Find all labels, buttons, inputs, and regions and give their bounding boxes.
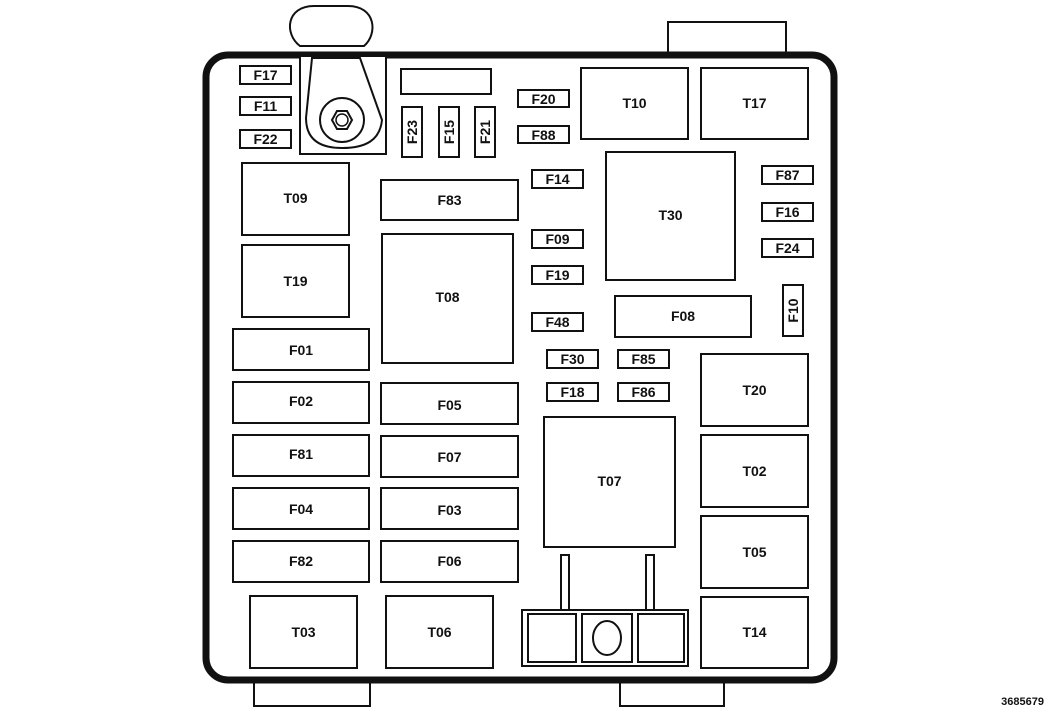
fuse-label: F10 [785, 298, 801, 322]
connector-socket-right [637, 613, 685, 663]
fuse-F23: F23 [401, 106, 423, 158]
fuse-label: F15 [441, 120, 457, 144]
fuse-F10: F10 [782, 284, 804, 337]
terminal-stud-hole [335, 113, 349, 127]
fuse-F85: F85 [617, 349, 670, 369]
relay-T10: T10 [580, 67, 689, 140]
fuse-F16: F16 [761, 202, 814, 222]
blank-connector-block [400, 68, 492, 95]
fuse-label: F17 [253, 67, 277, 83]
relay-label: T09 [283, 190, 307, 206]
relay-T08: T08 [381, 233, 514, 364]
fuse-F21: F21 [474, 106, 496, 158]
connector-pin-left [560, 554, 570, 612]
relay-label: T06 [427, 624, 451, 640]
fuse-label: F83 [437, 192, 461, 208]
fuse-label: F88 [531, 127, 555, 143]
relay-label: T14 [742, 624, 766, 640]
fuse-F15: F15 [438, 106, 460, 158]
fuse-label: F24 [775, 240, 799, 256]
relay-T20: T20 [700, 353, 809, 427]
fuse-label: F08 [671, 308, 695, 324]
fuse-label: F21 [477, 120, 493, 144]
fuse-label: F06 [437, 553, 461, 569]
fuse-F17: F17 [239, 65, 292, 85]
connector-socket-left [527, 613, 577, 663]
fuse-label: F11 [254, 98, 278, 114]
connector-pin-right [645, 554, 655, 612]
fuse-label: F18 [560, 384, 584, 400]
relay-T30: T30 [605, 151, 736, 281]
fuse-label: F22 [253, 131, 277, 147]
relay-label: T05 [742, 544, 766, 560]
fuse-F19: F19 [531, 265, 584, 285]
fuse-label: F30 [560, 351, 584, 367]
fuse-F18: F18 [546, 382, 599, 402]
fuse-F03: F03 [380, 487, 519, 530]
fuse-F22: F22 [239, 129, 292, 149]
relay-T19: T19 [241, 244, 350, 318]
relay-label: T07 [597, 473, 621, 489]
fuse-label: F85 [631, 351, 655, 367]
relay-T07: T07 [543, 416, 676, 548]
fuse-F81: F81 [232, 434, 370, 477]
fuse-label: F20 [531, 91, 555, 107]
relay-label: T10 [622, 95, 646, 111]
fuse-F01: F01 [232, 328, 370, 371]
fuse-label: F81 [289, 446, 313, 462]
relay-T02: T02 [700, 434, 809, 508]
relay-label: T08 [435, 289, 459, 305]
fuse-label: F03 [437, 502, 461, 518]
fuse-label: F19 [545, 267, 569, 283]
fuse-label: F09 [545, 231, 569, 247]
relay-label: T19 [283, 273, 307, 289]
relay-T09: T09 [241, 162, 350, 236]
fuse-F82: F82 [232, 540, 370, 583]
relay-label: T03 [291, 624, 315, 640]
relay-label: T02 [742, 463, 766, 479]
fuse-F86: F86 [617, 382, 670, 402]
fuse-label: F86 [631, 384, 655, 400]
fuse-F04: F04 [232, 487, 370, 530]
fuse-label: F48 [545, 314, 569, 330]
fuse-F14: F14 [531, 169, 584, 189]
fuse-F06: F06 [380, 540, 519, 583]
relay-label: T20 [742, 382, 766, 398]
fuse-label: F14 [545, 171, 569, 187]
relay-T14: T14 [700, 596, 809, 669]
fuse-F24: F24 [761, 238, 814, 258]
relay-label: T30 [658, 207, 682, 223]
fuse-F02: F02 [232, 381, 370, 424]
fuse-label: F01 [289, 342, 313, 358]
fuse-F08: F08 [614, 295, 752, 338]
fuse-label: F02 [289, 393, 313, 409]
fuse-F48: F48 [531, 312, 584, 332]
fuse-label: F87 [775, 167, 799, 183]
fuse-label: F07 [437, 449, 461, 465]
connector-bolt-icon [592, 620, 622, 656]
fuse-label: F82 [289, 553, 313, 569]
relay-T03: T03 [249, 595, 358, 669]
fuse-F09: F09 [531, 229, 584, 249]
fuse-label: F23 [404, 120, 420, 144]
diagram-id: 3685679 [1001, 696, 1044, 708]
relay-label: T17 [742, 95, 766, 111]
fuse-F11: F11 [239, 96, 292, 116]
fuse-F87: F87 [761, 165, 814, 185]
fuse-label: F05 [437, 397, 461, 413]
fuse-F88: F88 [517, 125, 570, 144]
relay-T05: T05 [700, 515, 809, 589]
fuse-label: F04 [289, 501, 313, 517]
fuse-F05: F05 [380, 382, 519, 425]
terminal-cap [289, 5, 374, 47]
relay-T06: T06 [385, 595, 494, 669]
relay-T17: T17 [700, 67, 809, 140]
fuse-F20: F20 [517, 89, 570, 108]
fuse-F30: F30 [546, 349, 599, 369]
fuse-label: F16 [775, 204, 799, 220]
fuse-F83: F83 [380, 179, 519, 221]
fuse-F07: F07 [380, 435, 519, 478]
